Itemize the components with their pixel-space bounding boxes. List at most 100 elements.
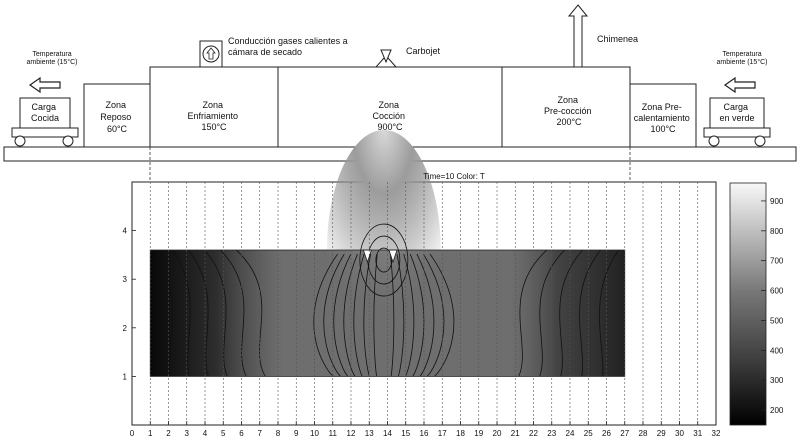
x-tick-label: 30: [675, 429, 684, 438]
zone-label-precoccion: Zona Pre-cocción 200°C: [544, 95, 594, 127]
chimney-arrow-icon: [567, 4, 589, 68]
x-tick-label: 3: [185, 429, 190, 438]
y-tick-label: 1: [123, 372, 128, 381]
isotherm-left: [155, 249, 173, 377]
colorbar-tick-label: 200: [770, 406, 784, 415]
zone-label-coccion: Zona Cocción 900°C: [372, 100, 407, 132]
left-arrow-icon: [28, 76, 61, 94]
zone-box-reposo: [83, 83, 151, 148]
kiln-body: [83, 66, 697, 148]
x-tick-label: 16: [420, 429, 429, 438]
left-arrow-icon: [723, 76, 756, 94]
chimney-label: Chimenea: [597, 34, 638, 44]
colorbar-scale: [729, 182, 767, 426]
x-tick-label: 9: [294, 429, 299, 438]
isotherm-left: [187, 249, 209, 377]
isotherm-center-left: [343, 253, 358, 377]
isotherm-left: [171, 249, 191, 377]
x-tick-label: 21: [511, 429, 520, 438]
isotherm-center-left: [323, 253, 345, 377]
isotherm-center-right: [429, 253, 455, 377]
isotherm-center-left: [333, 253, 352, 377]
isotherm-hot-core: [359, 223, 409, 297]
x-tick-label: 6: [239, 429, 244, 438]
x-tick-label: 0: [130, 429, 135, 438]
isotherm-center-left: [373, 253, 378, 377]
isotherm-center-left: [363, 253, 372, 377]
zone-label-reposo: Zona Reposo 60°C: [100, 100, 134, 134]
x-tick-label: 10: [310, 429, 319, 438]
isotherm-right: [518, 249, 548, 377]
wheel-icon: [754, 135, 766, 147]
x-tick-label: 18: [456, 429, 465, 438]
x-tick-label: 26: [602, 429, 611, 438]
x-tick-label: 29: [657, 429, 666, 438]
chimney-group: Chimenea: [567, 4, 638, 68]
x-tick-label: 22: [529, 429, 538, 438]
right-cart-label: Carga en verde: [719, 102, 754, 123]
vent-group: Conducción gases calientes a cámara de s…: [199, 36, 350, 68]
isotherm-left: [235, 249, 266, 377]
plot-title: Time=10 Color: T: [423, 172, 485, 181]
colorbar-tick-label: 700: [770, 257, 784, 266]
colorbar-tick-label: 500: [770, 316, 784, 325]
x-tick-label: 24: [566, 429, 575, 438]
zone-box-precoccion: [501, 66, 631, 148]
isotherm-left: [203, 249, 228, 377]
x-tick-label: 14: [383, 429, 392, 438]
x-tick-label: 28: [639, 429, 648, 438]
isotherm-right: [539, 249, 566, 377]
left-cart-label: Carga Cocida: [31, 102, 59, 123]
left-cart: Carga Cocida: [11, 97, 79, 147]
vent-label: Conducción gases calientes a cámara de s…: [228, 36, 350, 57]
burner-group: Carbojet: [375, 46, 441, 68]
isotherm-right: [599, 249, 620, 377]
zone-box-precalentamiento: [629, 83, 697, 148]
zone-label-enfriamiento: Zona Enfriamiento 150°C: [187, 100, 240, 132]
colorbar-tick-label: 300: [770, 376, 784, 385]
y-tick-label: 4: [123, 227, 128, 236]
burner-label: Carbojet: [406, 46, 441, 56]
y-tick-label: 2: [123, 324, 128, 333]
x-tick-label: 8: [276, 429, 281, 438]
isotherm-center-right: [390, 253, 395, 377]
isotherm-center-right: [409, 253, 425, 377]
x-tick-label: 15: [401, 429, 410, 438]
x-tick-label: 4: [203, 429, 208, 438]
colorbar-tick-label: 600: [770, 287, 784, 296]
up-arrow-icon: [206, 47, 216, 60]
isotherm-hot-core: [375, 247, 393, 273]
isotherm-center-right: [416, 253, 435, 377]
x-tick-label: 23: [547, 429, 556, 438]
x-tick-label: 25: [584, 429, 593, 438]
isotherm-center-right: [423, 253, 445, 377]
x-tick-label: 27: [620, 429, 629, 438]
right-cart: Carga en verde: [703, 97, 771, 147]
wheel-icon: [62, 135, 74, 147]
x-tick-label: 20: [493, 429, 502, 438]
x-tick-label: 11: [329, 429, 338, 438]
x-tick-label: 31: [693, 429, 702, 438]
isotherm-right: [579, 249, 602, 377]
x-tick-label: 19: [474, 429, 483, 438]
wheel-icon: [708, 135, 720, 147]
isotherm-center-right: [396, 253, 405, 377]
x-tick-label: 17: [438, 429, 447, 438]
isotherm-left: [219, 249, 247, 377]
colorbar-tick-label: 900: [770, 197, 784, 206]
colorbar-tick-label: 800: [770, 227, 784, 236]
x-tick-label: 1: [148, 429, 153, 438]
x-tick-label: 5: [221, 429, 226, 438]
y-tick-label: 3: [123, 275, 128, 284]
isotherm-center-right: [403, 253, 415, 377]
isotherm-center-left: [353, 253, 365, 377]
burner-icon: [375, 49, 397, 68]
x-tick-label: 12: [347, 429, 356, 438]
zone-label-precalentamiento: Zona Pre- calentamiento 100°C: [634, 102, 693, 134]
